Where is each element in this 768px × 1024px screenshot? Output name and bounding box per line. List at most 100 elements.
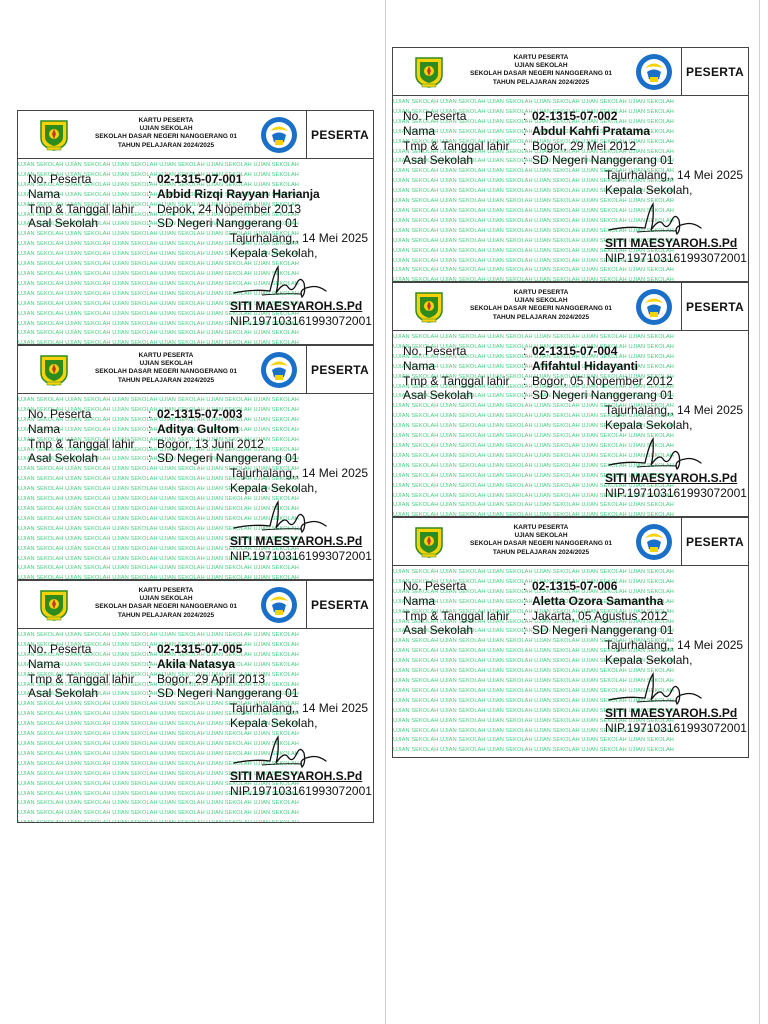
card-body: UJIAN SEKOLAH UJIAN SEKOLAH UJIAN SEKOLA… — [18, 394, 373, 580]
value-no-peserta: 02-1315-07-006 — [532, 579, 618, 593]
signatory-nip: NIP.197103161993072001 — [230, 313, 372, 328]
field-colon: : — [148, 216, 152, 231]
field-row-asal: Asal Sekolah : SD Negeri Nanggerang 01 — [403, 388, 673, 403]
label-nama: Nama — [403, 593, 436, 608]
signature-header: Tajurhalang,, 14 Mei 2025 Kepala Sekolah… — [230, 231, 368, 260]
field-colon: : — [523, 358, 527, 373]
header-line4: TAHUN PELAJARAN 2024/2025 — [117, 376, 215, 384]
signature-footer: SITI MAESYAROH.S.Pd NIP.1971031619930720… — [230, 534, 372, 563]
peserta-badge: PESERTA — [306, 111, 373, 158]
card-header-title: KARTU PESERTA UJIAN SEKOLAH SEKOLAH DASA… — [451, 54, 631, 87]
student-fields: No. Peserta : 02-1315-07-005 Nama : Akil… — [28, 642, 298, 701]
field-row-no: No. Peserta : 02-1315-07-006 — [403, 579, 673, 594]
exam-card-4: KARTU PESERTA UJIAN SEKOLAH SEKOLAH DASA… — [392, 282, 749, 517]
header-line3: SEKOLAH DASAR NEGERI NANGGERANG 01 — [95, 133, 237, 141]
field-row-ttl: Tmp & Tanggal lahir : Bogor, 29 Mei 2012 — [403, 139, 673, 154]
value-asal: SD Negeri Nanggerang 01 — [532, 623, 674, 638]
value-no-peserta: 02-1315-07-005 — [157, 642, 243, 656]
header-line3: SEKOLAH DASAR NEGERI NANGGERANG 01 — [470, 540, 612, 548]
field-colon: : — [148, 642, 152, 656]
signature-header: Tajurhalang,, 14 Mei 2025 Kepala Sekolah… — [230, 701, 368, 730]
value-ttl: Bogor, 29 Mei 2012 — [532, 138, 637, 153]
field-row-nama: Nama : Abdul Kahfi Pratama — [403, 124, 673, 139]
field-colon: : — [523, 138, 527, 153]
field-row-nama: Nama : Afifahtul Hidayanti — [403, 359, 673, 374]
sign-title: Kepala Sekolah, — [605, 652, 693, 667]
sign-title: Kepala Sekolah, — [605, 417, 693, 432]
watermark-pattern: UJIAN SEKOLAH UJIAN SEKOLAH UJIAN SEKOLA… — [18, 397, 299, 580]
handwritten-signature — [233, 265, 327, 299]
sign-title: Kepala Sekolah, — [605, 182, 693, 197]
student-fields: No. Peserta : 02-1315-07-003 Nama : Adit… — [28, 407, 298, 466]
value-ttl: Bogor, 13 Juni 2012 — [157, 436, 264, 451]
card-header: KARTU PESERTA UJIAN SEKOLAH SEKOLAH DASA… — [18, 111, 373, 159]
label-nama: Nama — [403, 123, 436, 138]
header-line3: SEKOLAH DASAR NEGERI NANGGERANG 01 — [95, 603, 237, 611]
value-nama: Afifahtul Hidayanti — [532, 358, 639, 373]
label-ttl: Tmp & Tanggal lahir — [28, 436, 135, 451]
field-row-asal: Asal Sekolah : SD Negeri Nanggerang 01 — [403, 153, 673, 168]
peserta-badge: PESERTA — [681, 48, 748, 95]
label-nama: Nama — [28, 656, 61, 671]
card-header: KARTU PESERTA UJIAN SEKOLAH SEKOLAH DASA… — [18, 346, 373, 394]
header-line1: KARTU PESERTA — [138, 117, 194, 124]
header-line2: UJIAN SEKOLAH — [514, 532, 568, 540]
field-colon: : — [148, 436, 152, 451]
value-asal: SD Negeri Nanggerang 01 — [532, 388, 674, 403]
field-row-asal: Asal Sekolah : SD Negeri Nanggerang 01 — [28, 216, 320, 231]
exam-card-5: KARTU PESERTA UJIAN SEKOLAH SEKOLAH DASA… — [17, 580, 374, 823]
card-header: KARTU PESERTA UJIAN SEKOLAH SEKOLAH DASA… — [393, 283, 748, 331]
field-row-ttl: Tmp & Tanggal lahir : Jakarta, 05 Agustu… — [403, 609, 673, 624]
sign-place-date: Tajurhalang,, 14 Mei 2025 — [230, 466, 369, 480]
value-ttl: Bogor, 05 Nopember 2012 — [532, 373, 673, 388]
value-nama: Abbid Rizqi Rayyan Harianja — [157, 186, 320, 201]
signatory-nip: NIP.197103161993072001 — [230, 783, 372, 798]
handwritten-signature — [608, 672, 702, 706]
signature-footer: SITI MAESYAROH.S.Pd NIP.1971031619930720… — [605, 236, 747, 265]
header-line1: KARTU PESERTA — [138, 587, 194, 594]
bogor-regency-logo-icon — [415, 57, 443, 88]
sign-place-date: Tajurhalang,, 14 Mei 2025 — [605, 638, 744, 652]
value-no-peserta: 02-1315-07-002 — [532, 109, 618, 123]
signature-header: Tajurhalang,, 14 Mei 2025 Kepala Sekolah… — [605, 638, 743, 667]
peserta-badge: PESERTA — [306, 581, 373, 628]
header-line1: KARTU PESERTA — [513, 524, 569, 531]
label-no-peserta: No. Peserta — [403, 579, 467, 593]
label-nama: Nama — [28, 186, 61, 201]
signature-footer: SITI MAESYAROH.S.Pd NIP.1971031619930720… — [605, 471, 747, 500]
label-asal: Asal Sekolah — [28, 216, 99, 231]
label-ttl: Tmp & Tanggal lahir — [28, 671, 135, 686]
label-nama: Nama — [28, 421, 61, 436]
field-colon: : — [523, 109, 527, 123]
student-fields: No. Peserta : 02-1315-07-004 Nama : Afif… — [403, 344, 673, 403]
card-header-title: KARTU PESERTA UJIAN SEKOLAH SEKOLAH DASA… — [76, 352, 256, 385]
sign-place-date: Tajurhalang,, 14 Mei 2025 — [230, 231, 369, 245]
field-colon: : — [523, 123, 527, 138]
field-row-no: No. Peserta : 02-1315-07-001 — [28, 172, 320, 187]
field-colon: : — [148, 407, 152, 421]
tut-wuri-handayani-logo-icon — [636, 524, 672, 560]
label-no-peserta: No. Peserta — [28, 642, 92, 656]
watermark-pattern: UJIAN SEKOLAH UJIAN SEKOLAH UJIAN SEKOLA… — [18, 162, 299, 345]
field-row-asal: Asal Sekolah : SD Negeri Nanggerang 01 — [28, 686, 298, 701]
tut-wuri-handayani-logo-icon — [261, 587, 297, 623]
value-ttl: Depok, 24 Nopember 2013 — [157, 201, 302, 216]
tut-wuri-handayani-logo-icon — [636, 289, 672, 325]
card-body: UJIAN SEKOLAH UJIAN SEKOLAH UJIAN SEKOLA… — [18, 159, 373, 345]
field-colon: : — [523, 579, 527, 593]
field-row-nama: Nama : Aletta Ozora Samantha — [403, 594, 673, 609]
sign-title: Kepala Sekolah, — [230, 715, 318, 730]
tut-wuri-handayani-logo-icon — [261, 117, 297, 153]
label-ttl: Tmp & Tanggal lahir — [28, 201, 135, 216]
signatory-nip: NIP.197103161993072001 — [605, 250, 747, 265]
signature-footer: SITI MAESYAROH.S.Pd NIP.1971031619930720… — [230, 299, 372, 328]
card-header-title: KARTU PESERTA UJIAN SEKOLAH SEKOLAH DASA… — [76, 117, 256, 150]
sign-place-date: Tajurhalang,, 14 Mei 2025 — [230, 701, 369, 715]
bogor-regency-logo-icon — [40, 120, 68, 151]
header-line1: KARTU PESERTA — [513, 54, 569, 61]
label-ttl: Tmp & Tanggal lahir — [403, 608, 510, 623]
tut-wuri-handayani-logo-icon — [636, 54, 672, 90]
value-nama: Akila Natasya — [157, 656, 236, 671]
student-fields: No. Peserta : 02-1315-07-001 Nama : Abbi… — [28, 172, 320, 231]
handwritten-signature — [608, 202, 702, 236]
